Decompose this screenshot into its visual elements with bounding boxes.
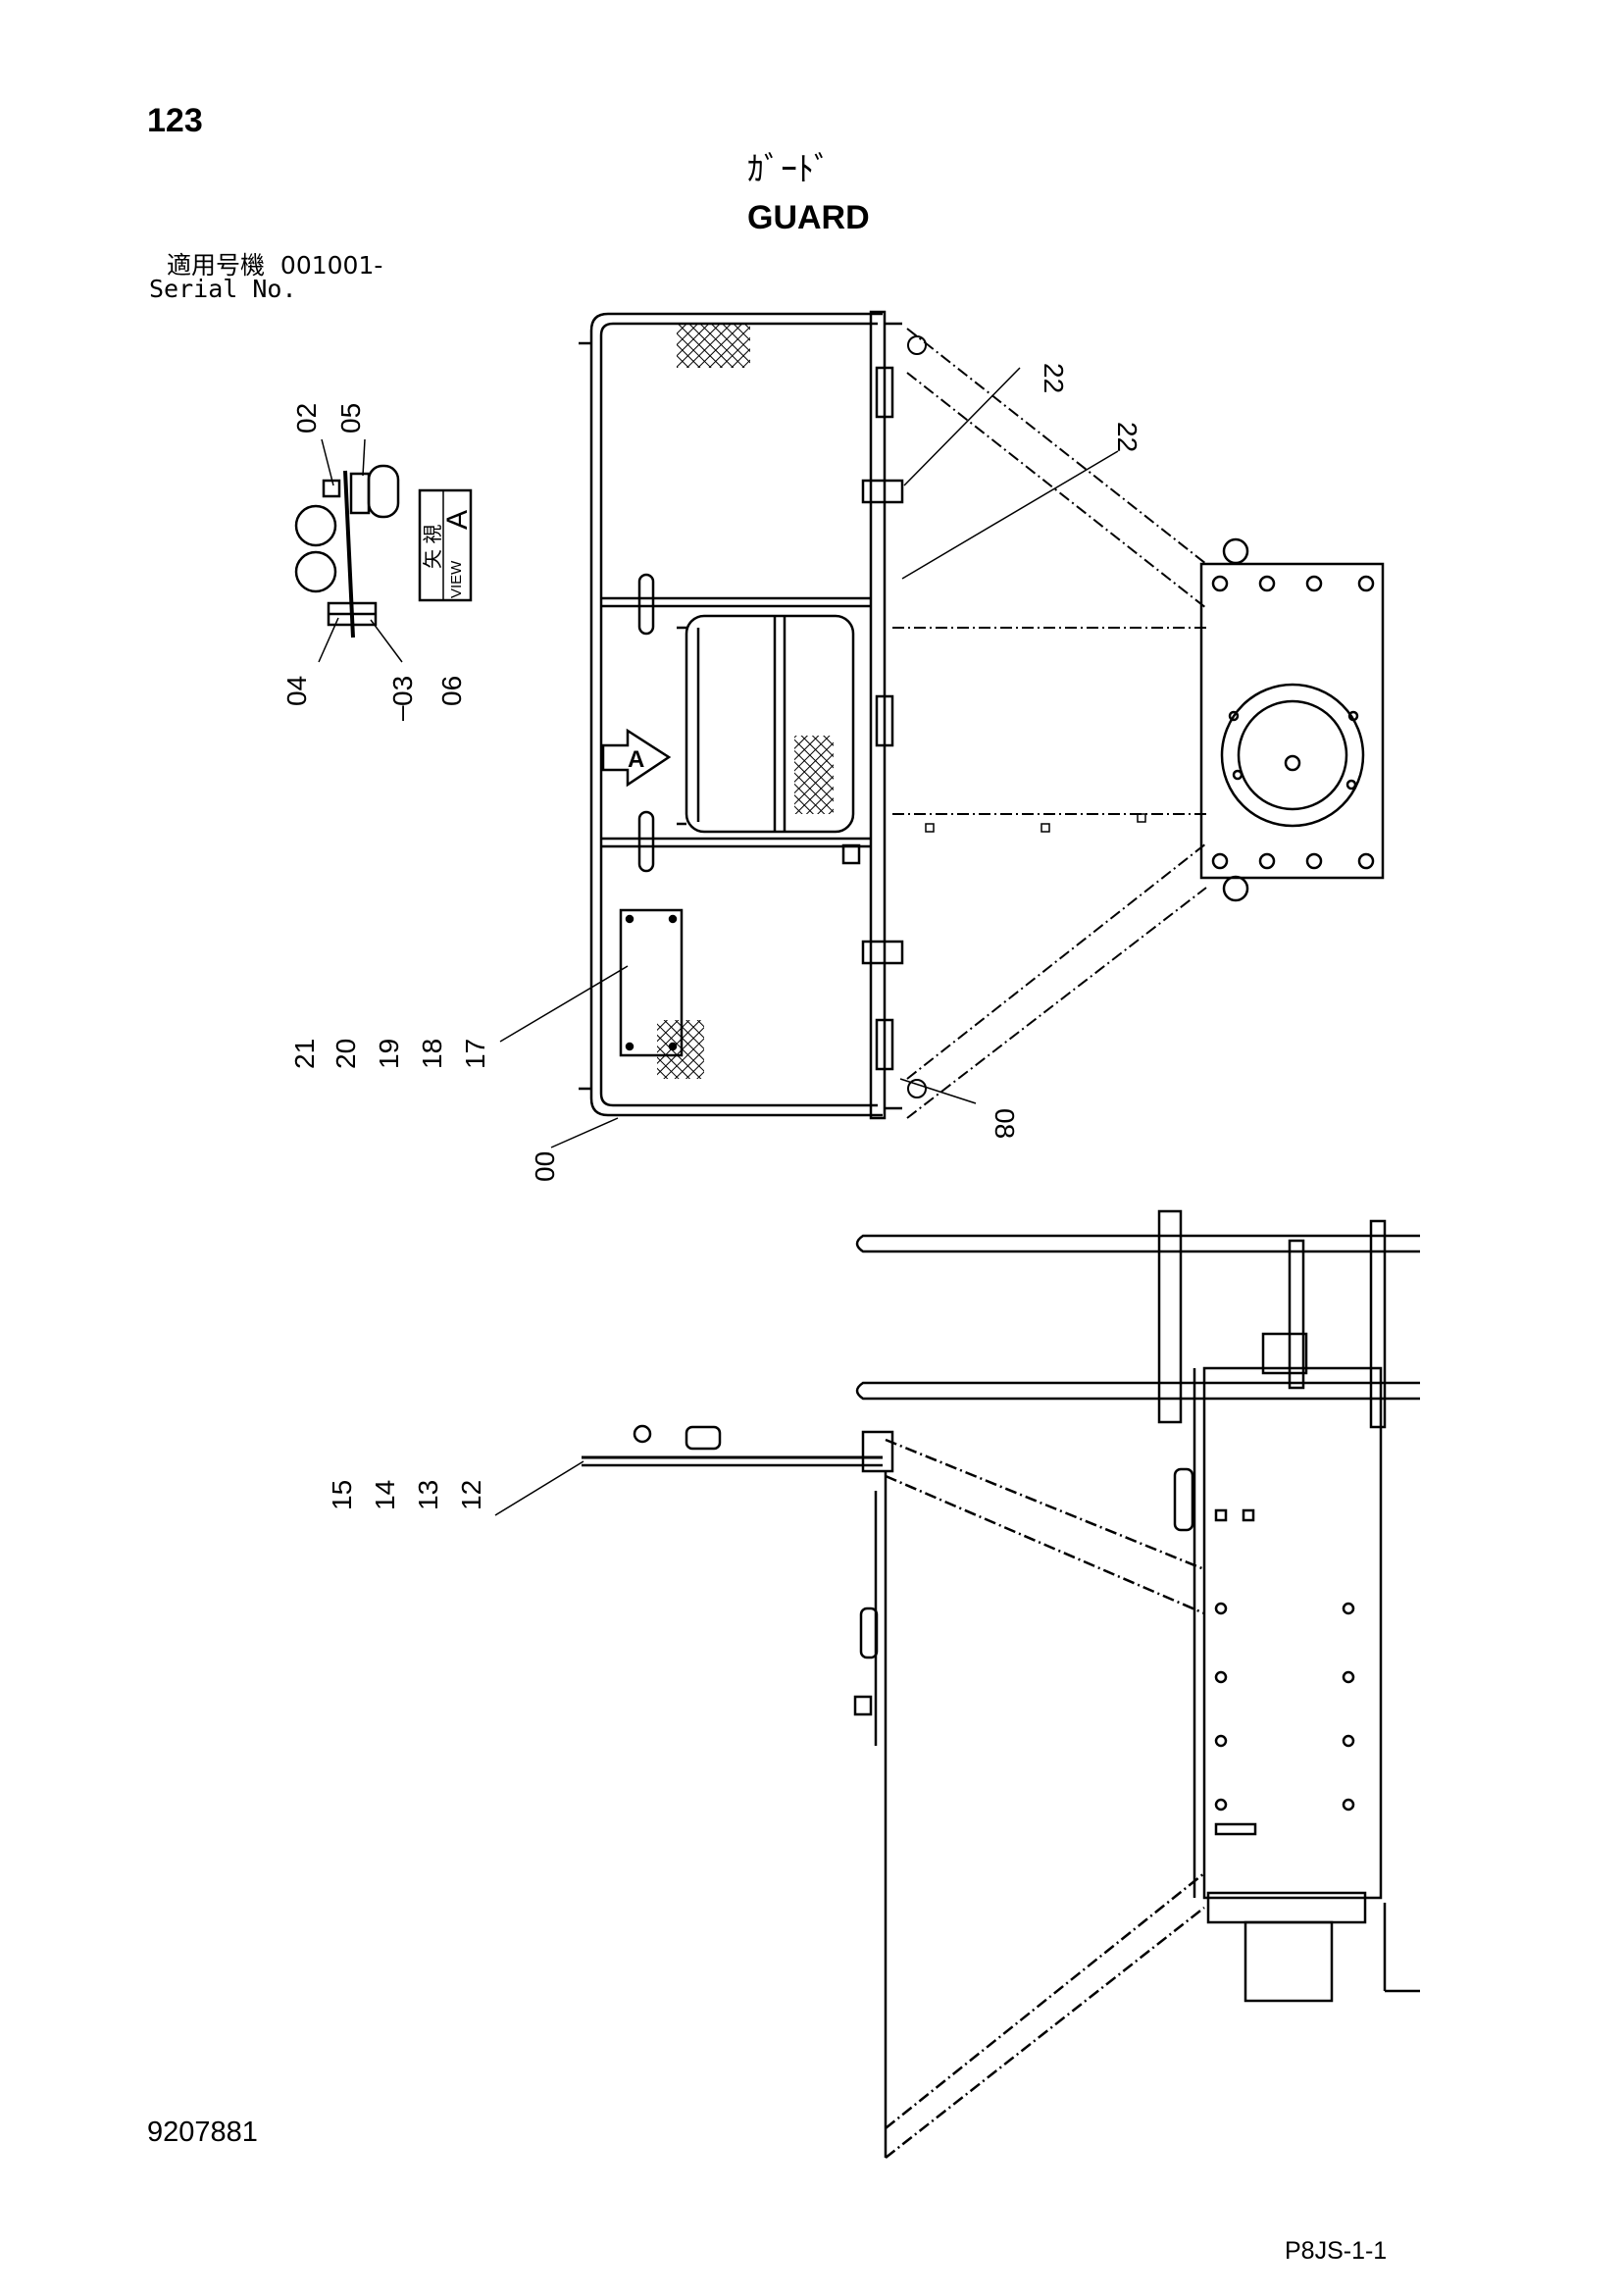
page-code: P8JS-1-1 bbox=[1285, 2237, 1388, 2265]
callout-dash: – bbox=[385, 705, 416, 721]
support-arms bbox=[892, 328, 1207, 1119]
clamp-2 bbox=[861, 940, 904, 965]
leader-03 bbox=[370, 619, 403, 663]
title-english: GUARD bbox=[747, 199, 870, 236]
mesh-door bbox=[794, 736, 834, 814]
handrail-lower bbox=[855, 1381, 1420, 1401]
callout-03: 03 bbox=[387, 676, 418, 706]
leader-side-group bbox=[494, 1460, 584, 1516]
callout-22-b: 22 bbox=[1112, 422, 1142, 452]
callout-05: 05 bbox=[335, 403, 366, 434]
callout-06: 06 bbox=[436, 676, 467, 706]
leader-08 bbox=[899, 1078, 977, 1104]
serial-line: 適用号機 001001- bbox=[167, 253, 382, 278]
door-panel bbox=[685, 614, 855, 834]
view-label-letter: A bbox=[441, 510, 474, 530]
bearing-outer bbox=[1220, 683, 1365, 828]
view-a-circle-upper bbox=[294, 504, 337, 547]
arrow-a-marker: A bbox=[601, 728, 672, 788]
view-label-box: 矢 視 VIEW A bbox=[418, 488, 474, 602]
callout-20: 20 bbox=[330, 1039, 361, 1069]
frame-outer bbox=[589, 312, 883, 1117]
view-label-english: VIEW bbox=[448, 560, 465, 598]
leader-05 bbox=[362, 438, 366, 477]
name-plate bbox=[619, 908, 684, 1057]
guard-frame-plan bbox=[579, 310, 904, 1120]
leader-22b bbox=[901, 450, 1119, 580]
leader-plate bbox=[499, 965, 629, 1043]
leader-02 bbox=[321, 438, 334, 486]
leader-00 bbox=[550, 1117, 619, 1148]
callout-group-side: 15 14 13 12 bbox=[327, 1480, 486, 1510]
page-number: 123 bbox=[147, 102, 203, 139]
callout-15: 15 bbox=[327, 1480, 357, 1510]
serial-label-english: Serial No. bbox=[149, 275, 297, 303]
side-box bbox=[1202, 1366, 1383, 1900]
frame-mount-plate bbox=[869, 310, 887, 1120]
callout-02: 02 bbox=[291, 403, 322, 434]
view-a-circle-lower bbox=[294, 550, 337, 593]
title-japanese: ｶﾞｰﾄﾞ bbox=[747, 150, 831, 189]
clamp-1 bbox=[861, 479, 904, 504]
mesh-top bbox=[677, 324, 750, 368]
handrail-upper bbox=[855, 1234, 1420, 1253]
view-label-japanese: 矢 視 bbox=[422, 524, 444, 569]
leader-22a bbox=[903, 367, 1021, 486]
callout-group-plate: 21 20 19 18 17 bbox=[289, 1039, 490, 1069]
callout-19: 19 bbox=[374, 1039, 404, 1069]
view-a-bracket-top bbox=[322, 479, 341, 498]
callout-12: 12 bbox=[456, 1480, 486, 1510]
callout-04: 04 bbox=[281, 676, 312, 706]
callout-18: 18 bbox=[417, 1039, 447, 1069]
hinge-bottom bbox=[637, 810, 655, 873]
view-a-bolt-head bbox=[349, 472, 371, 515]
callout-13: 13 bbox=[413, 1480, 443, 1510]
callout-17: 17 bbox=[460, 1039, 490, 1069]
callout-22-a: 22 bbox=[1039, 363, 1069, 393]
callout-21: 21 bbox=[289, 1039, 320, 1069]
serial-label-japanese: 適用号機 bbox=[167, 251, 266, 280]
view-a-plate bbox=[343, 470, 355, 638]
guard-side-view bbox=[582, 1209, 1420, 2159]
leader-04 bbox=[318, 617, 339, 663]
mount-block bbox=[1199, 537, 1385, 902]
mesh-bottom bbox=[657, 1020, 704, 1079]
document-number: 9207881 bbox=[147, 2117, 258, 2148]
callout-08: 08 bbox=[990, 1108, 1020, 1139]
side-motor bbox=[1243, 1920, 1334, 2003]
hinge-top bbox=[637, 573, 655, 636]
serial-value: 001001- bbox=[279, 251, 383, 280]
callout-00: 00 bbox=[530, 1151, 560, 1182]
callout-14: 14 bbox=[370, 1480, 400, 1510]
view-a-detail bbox=[294, 438, 403, 663]
arrow-a-letter: A bbox=[628, 746, 644, 773]
mount-block-body bbox=[1199, 562, 1385, 880]
view-a-knob bbox=[367, 464, 400, 519]
